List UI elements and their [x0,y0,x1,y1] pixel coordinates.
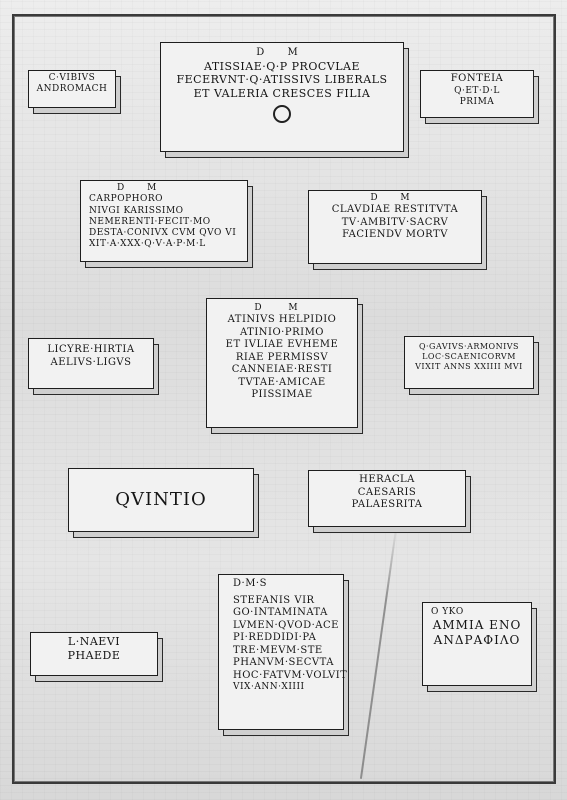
sheet-frame [12,14,556,784]
inscription-line: TV·AMBITV·SACRV [341,216,449,228]
inscription-line: D M [256,47,308,58]
inscription-line: D M [370,193,420,203]
inscription-line: ΑΜΜΙΑ ΕΝΟ [432,618,522,633]
inscription-line: D M [117,183,167,193]
inscription-gavius: Q·GAVIVS·ARMONIVS LOC·SCAENICORVM VIXIT … [404,336,534,389]
inscription-vibius: C·VIBIVS ANDROMACH [28,70,116,108]
inscription-line: STEFANIS VIR [233,594,315,606]
inscription-line: TRE·MEVM·STE [233,644,323,656]
inscription-line: NEMERENTI·FECIT·MO [89,216,211,227]
inscription-line: NIVGI KARISSIMO [89,205,184,216]
inscription-line: PI·REDDIDI·PA [233,632,317,643]
inscription-line: D·M·S [233,578,267,589]
inscription-fonteia: FONTEIA Q·ET·D·L PRIMA [420,70,534,118]
inscription-line: DESTA·CONIVX CVM QVO VI [89,228,237,238]
inscription-line: Ο ΥΚΟ [431,607,464,617]
inscription-line: Q·GAVIVS·ARMONIVS [418,342,520,351]
inscription-naevi: L·NAEVI PHAEDE [30,632,158,676]
inscription-line: VIXIT ANNS XXIIII MVI [415,362,523,371]
inscription-line: CAESARIS [357,486,417,498]
inscription-line: FECERVNT·Q·ATISSIVS LIBERALS [176,73,388,87]
inscription-line: PHANVM·SECVTA [233,657,334,668]
inscription-ammia: Ο ΥΚΟ ΑΜΜΙΑ ΕΝΟ ΑΝΔΡΑΦΙΛΟ [422,602,532,686]
inscription-line: Q·ET·D·L [454,85,500,96]
inscription-line: ATINIO·PRIMO [239,326,325,338]
inscription-claudia: D M CLAVDIAE RESTITVTA TV·AMBITV·SACRV F… [308,190,482,264]
inscription-line: C·VIBIVS [48,73,96,83]
wreath-icon [273,104,291,123]
inscription-line: FONTEIA [450,73,504,84]
inscription-line: PALAESRITA [351,499,423,510]
inscription-heracla: HERACLA CAESARIS PALAESRITA [308,470,466,527]
inscription-line: VIX·ANN·XIIII [233,682,305,692]
inscription-line: ET VALERIA CRESCES FILIA [193,87,371,100]
inscription-licyre: LICYRE·HIRTIA AELIVS·LIGVS [28,338,154,389]
inscription-line: CARPOPHORO [89,194,164,205]
inscription-stefanis: D·M·S STEFANIS VIR GO·INTAMINATA LVMEN·Q… [218,574,348,730]
inscription-atissia: D M ATISSIAE·Q·P PROCVLAE FECERVNT·Q·ATI… [160,42,404,152]
inscription-line: RIAE PERMISSV [235,351,329,363]
inscription-line: LICYRE·HIRTIA [47,344,135,355]
inscription-line: GO·INTAMINATA [233,607,328,618]
inscription-atinius: D M ATINIVS HELPIDIO ATINIO·PRIMO ET IVL… [206,298,358,428]
inscription-line: HOC·FATVM·VOLVIT [233,669,348,681]
inscription-line: AELIVS·LIGVS [50,356,132,368]
inscription-line: HERACLA [359,474,415,485]
inscription-line: LVMEN·QVOD·ACE [233,619,339,631]
inscription-line: ANDROMACH [36,84,108,95]
inscription-line: XIT·A·XXX·Q·V·A·P·M·L [89,239,206,250]
inscription-line: ATISSIAE·Q·P PROCVLAE [204,59,360,73]
inscription-line: L·NAEVI [67,635,121,648]
inscription-line: TVTAE·AMICAE [238,376,326,388]
inscription-line: PHAEDE [67,648,121,662]
inscription-line: CLAVDIAE RESTITVTA [331,204,459,216]
inscription-line: ATINIVS HELPIDIO [227,314,337,326]
inscription-line: QVINTIO [115,489,207,510]
inscription-quintio: QVINTIO [68,468,254,532]
inscription-line: LOC·SCAENICORVM [422,352,516,361]
inscription-line: ΑΝΔΡΑΦΙΛΟ [433,633,521,648]
inscription-line: PRIMA [459,96,495,107]
inscription-line: CANNEIAE·RESTI [231,364,333,376]
inscription-line: PIISSIMAE [251,389,313,401]
inscription-line: ET IVLIAE EVHEME [225,339,339,351]
inscription-line: D M [254,303,310,313]
inscription-carpophoro: D M CARPOPHORO NIVGI KARISSIMO NEMERENTI… [80,180,248,262]
inscription-line: FACIENDV MORTV [342,229,448,241]
